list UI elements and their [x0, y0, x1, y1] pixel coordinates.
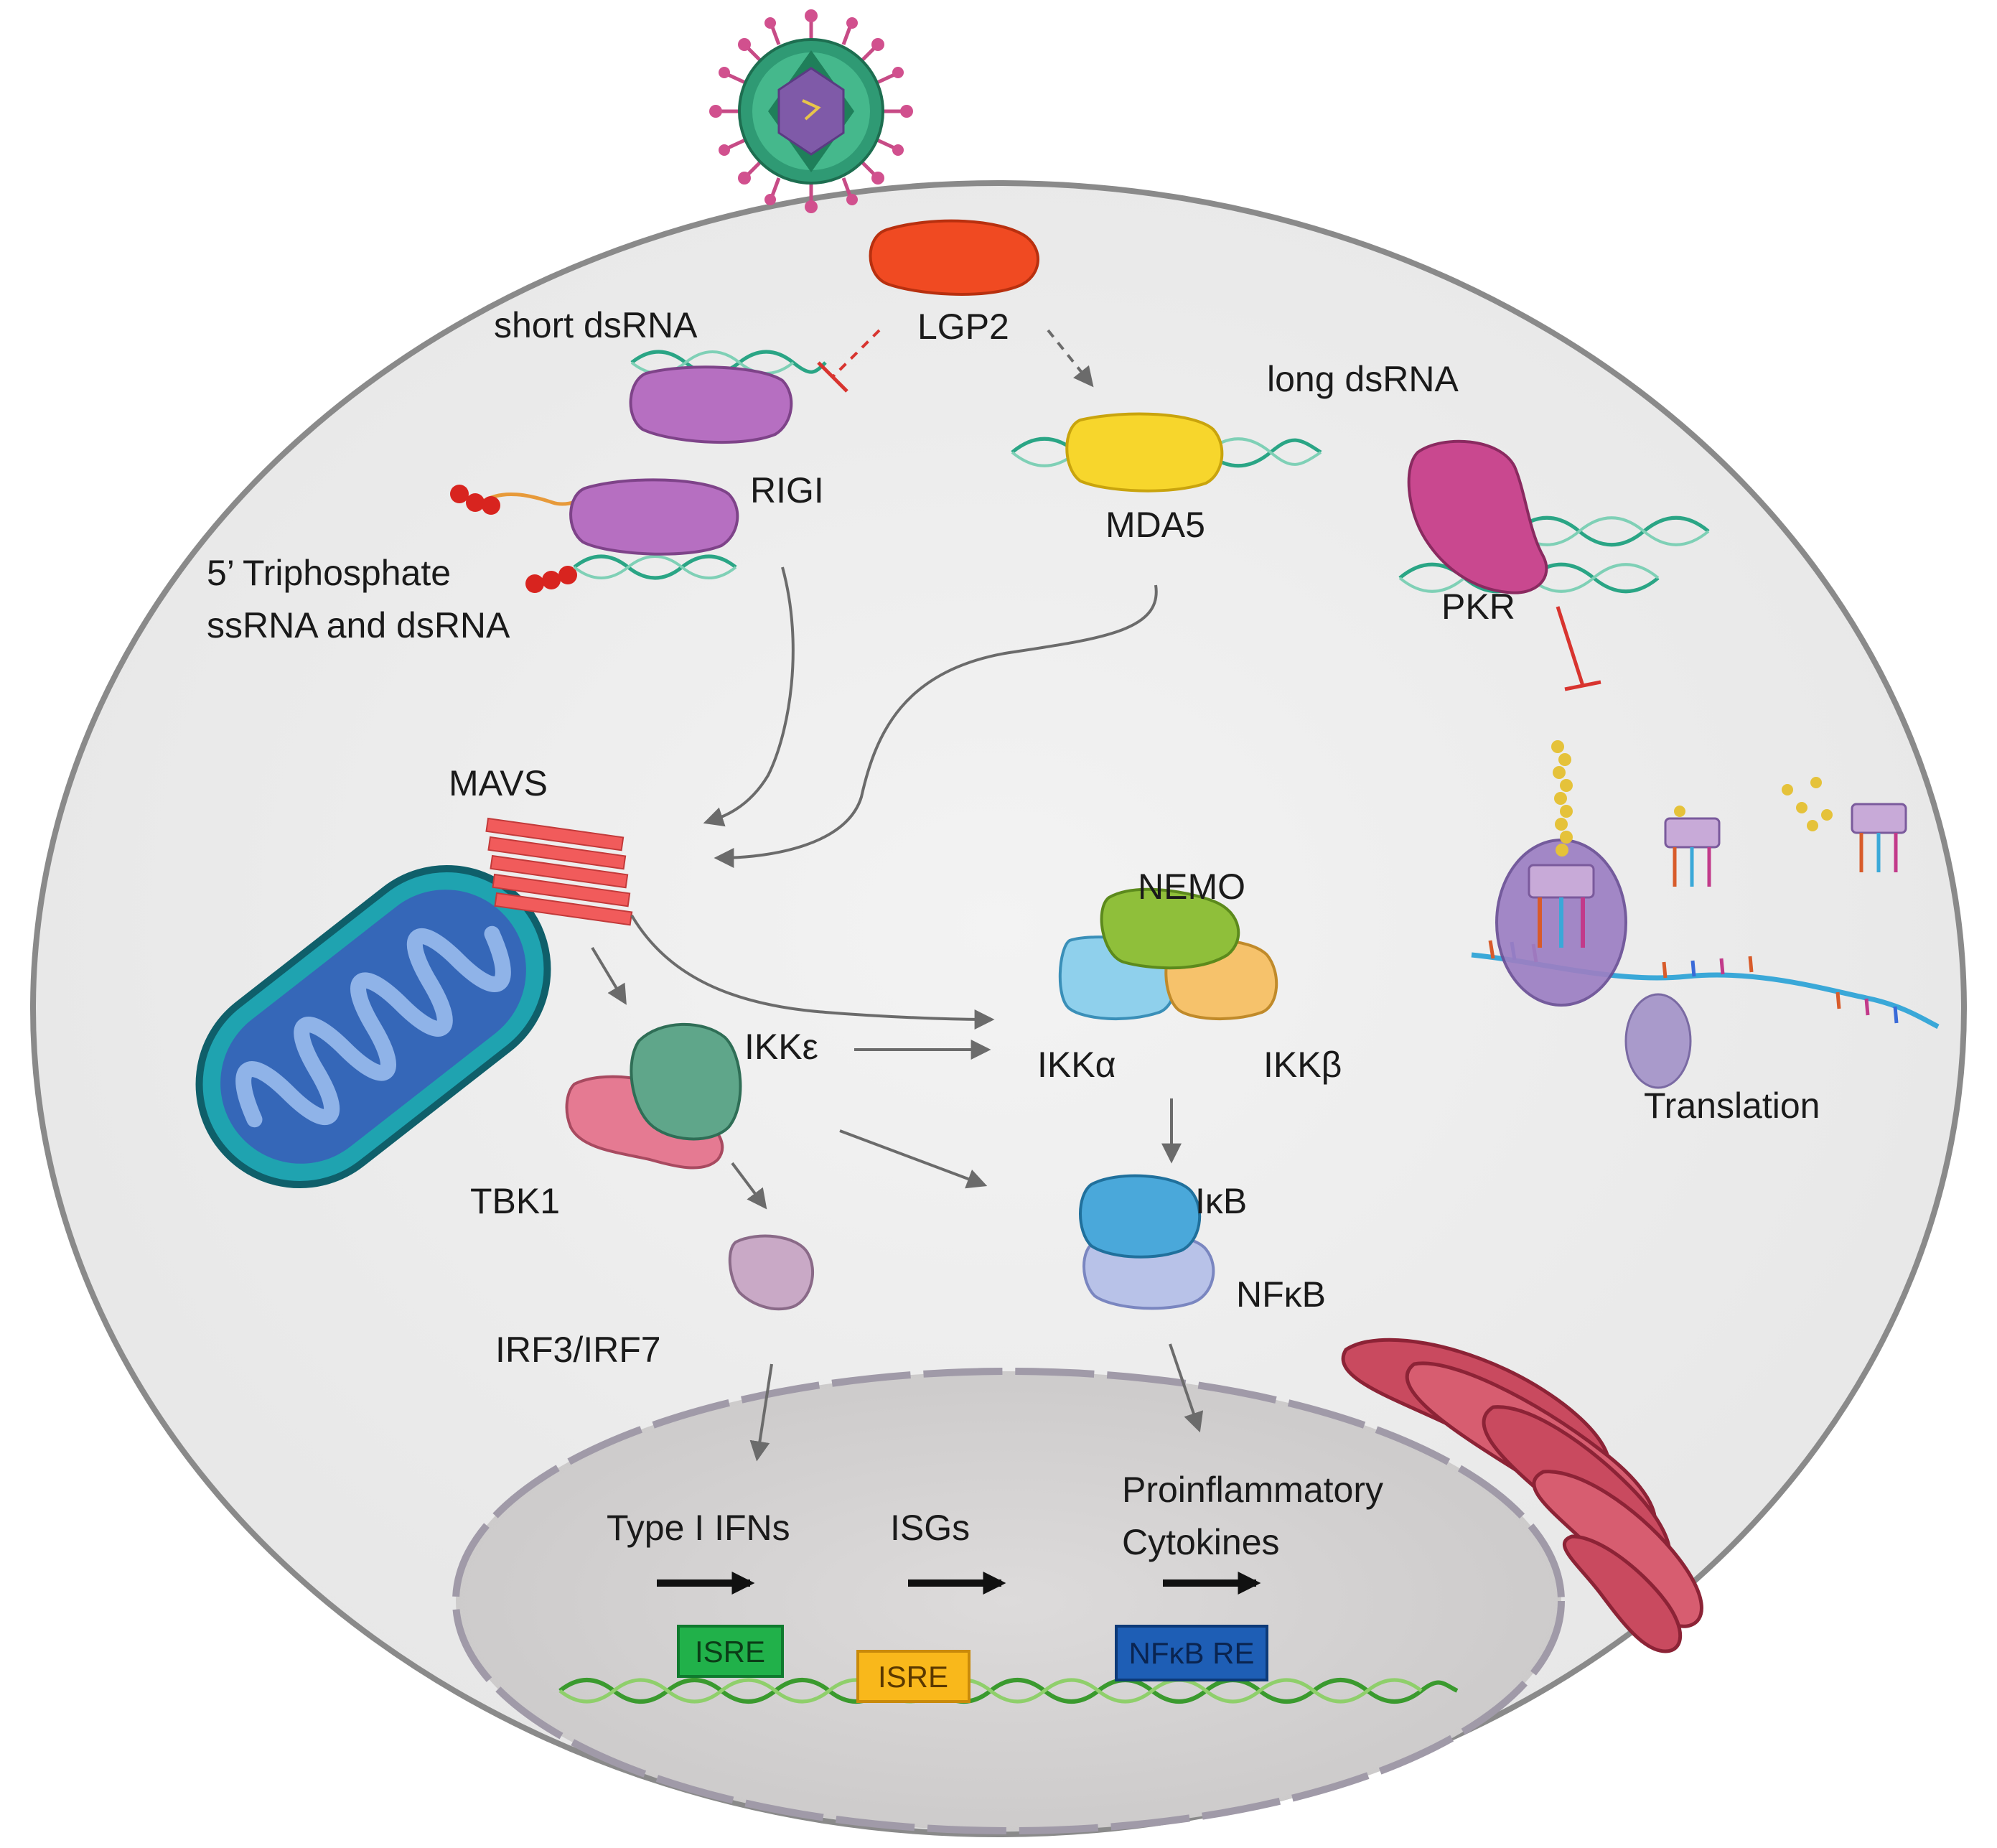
tbk1-label: TBK1 [470, 1181, 560, 1221]
mavs-to-tbk1-arrow [591, 946, 627, 1005]
irf3-irf7-protein-icon [728, 1234, 815, 1311]
lgp2-label: LGP2 [917, 307, 1009, 347]
cytokines-label-line2: Cytokines [1122, 1522, 1280, 1562]
mitochondrion-icon [195, 864, 551, 1189]
ikka-label: IKKα [1037, 1045, 1116, 1085]
isre-orange-label: ISRE [878, 1660, 948, 1694]
genomic-dna-helix-icon [558, 1678, 1459, 1704]
pkr-protein-icon [1407, 439, 1548, 594]
short-dsrna-label: short dsRNA [494, 305, 698, 345]
lgp2-inhibition-bar [817, 361, 848, 393]
triphosphate-label-line2: ssRNA and dsRNA [207, 605, 510, 645]
rigi-lower-protein-icon [569, 478, 739, 556]
nemo-protein-icon [1100, 887, 1240, 970]
nucleus [452, 1368, 1565, 1834]
nemo-label: NEMO [1138, 867, 1245, 907]
ikb-protein-icon [1079, 1174, 1202, 1259]
nfkb-re-box [1115, 1625, 1268, 1681]
rigi-to-mavs-arrow [703, 566, 795, 827]
rigi-dsrna-helix-icon [573, 554, 737, 580]
long-dsrna-label: long dsRNA [1267, 359, 1459, 399]
irf3-irf7-label: IRF3/IRF7 [495, 1330, 661, 1370]
lgp2-activates-mda5-arrow [1047, 329, 1094, 388]
pkr-inhibition-line [1556, 606, 1585, 686]
mda5-protein-icon [1065, 412, 1224, 493]
mavs-label: MAVS [449, 763, 548, 803]
ribosome-translation-icon [1471, 740, 1940, 1089]
pkr-inhibition-bar [1564, 680, 1601, 691]
isgs-label: ISGs [890, 1508, 970, 1548]
nfkb-to-nucleus-arrow [1169, 1343, 1204, 1433]
endoplasmic-reticulum-icon [1341, 1338, 1703, 1653]
mavs-to-nemo-arrow [630, 914, 995, 1030]
proinflammatory-label-line1: Proinflammatory [1122, 1470, 1383, 1510]
mavs-icon [485, 817, 633, 926]
nfkb-label: NFκB [1236, 1274, 1326, 1315]
nfkb-re-label: NFκB RE [1128, 1636, 1254, 1670]
ikke-label: IKKε [744, 1027, 818, 1067]
ikkb-label: IKKβ [1263, 1045, 1342, 1085]
tbk1-to-ikb-arrow [839, 1129, 988, 1189]
lgp2-protein-icon [869, 219, 1039, 296]
rigi-label: RIGI [750, 470, 824, 510]
triphosphate-rna-icon [450, 485, 618, 593]
pkr-label: PKR [1441, 587, 1515, 627]
irf-to-nucleus-arrow [749, 1363, 773, 1462]
rigi-upper-protein-icon [629, 365, 793, 444]
lgp2-inhibits-rigi-arrow [831, 329, 881, 378]
mda5-to-mavs-arrow [714, 584, 1158, 868]
isre-green-label: ISRE [695, 1635, 765, 1669]
isre-orange-box [856, 1650, 971, 1703]
tbk1-to-irf-arrow [731, 1162, 767, 1210]
translation-label: Translation [1644, 1086, 1820, 1126]
ikb-label: IκB [1195, 1181, 1247, 1221]
mda5-label: MDA5 [1105, 505, 1205, 545]
isre-green-box [677, 1625, 784, 1678]
virus-icon [709, 9, 913, 213]
triphosphate-label-line1: 5’ Triphosphate [207, 553, 451, 593]
type1-ifns-label: Type I IFNs [607, 1508, 790, 1548]
ikke-protein-icon [630, 1022, 742, 1141]
